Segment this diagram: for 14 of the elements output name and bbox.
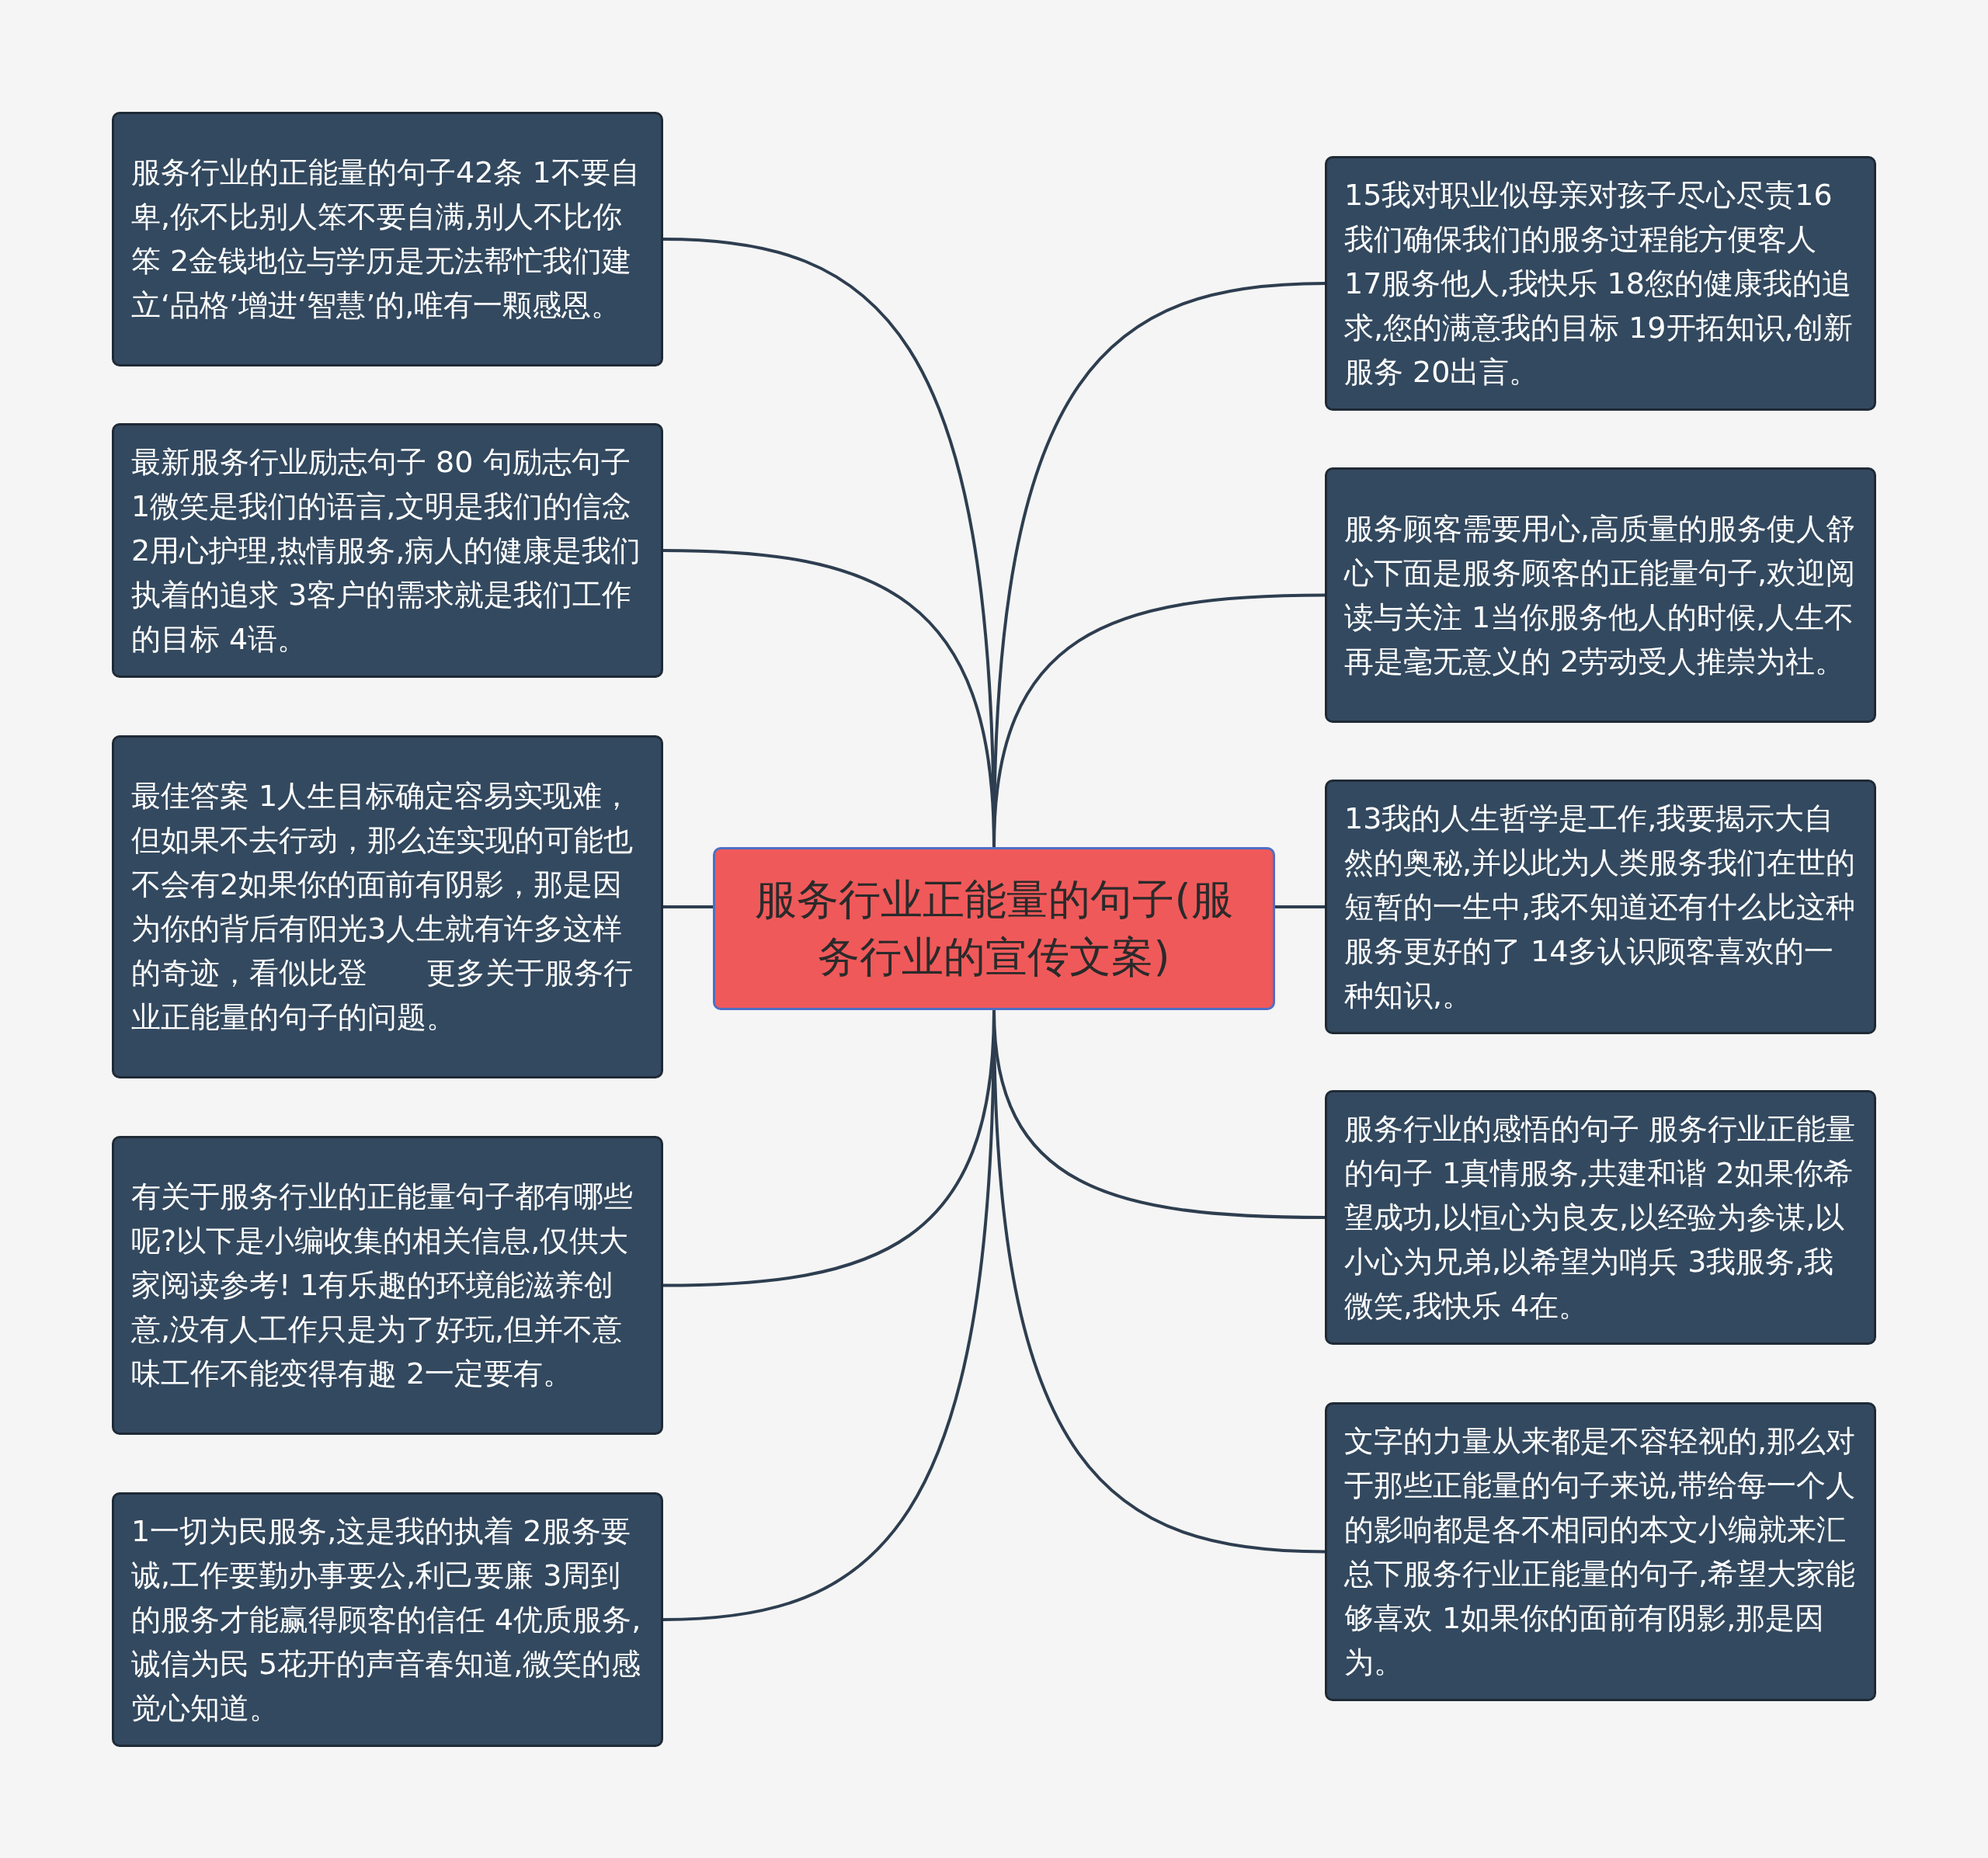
connector-line: [663, 905, 713, 908]
topic-box: 服务行业的正能量的句子42条 1不要自卑,你不比别人笨不要自满,别人不比你笨 2金钱地位与学历是无法帮忙我们建立‘品格’增进‘智慧’的,唯有一颗感恩。: [112, 112, 663, 366]
topic-box: 13我的人生哲学是工作,我要揭示大自然的奥秘,并以此为人类服务我们在世的短暂的一生中,我不知道还有什么比这种服务更好的了 14多认识顾客喜欢的一种知识,。: [1325, 780, 1876, 1034]
topic-box: 服务行业的感悟的句子 服务行业正能量的句子 1真情服务,共建和谐 2如果你希望成功,以恒心为良友,以经验为参谋,以小心为兄弟,以希望为哨兵 3我服务,我微笑,我快乐 4在。: [1325, 1090, 1876, 1345]
central-topic-box: 服务行业正能量的句子(服务行业的宣传文案): [713, 847, 1275, 1010]
topic-box: 服务顾客需要用心,高质量的服务使人舒心下面是服务顾客的正能量句子,欢迎阅读与关注 1当你服务他人的时候,人生不再是毫无意义的 2劳动受人推崇为社。: [1325, 467, 1876, 723]
topic-box: 15我对职业似母亲对孩子尽心尽责16我们确保我们的服务过程能方便客人 17服务他人,我快乐 18您的健康我的追求,您的满意我的目标 19开拓知识,创新服务 20出言。: [1325, 156, 1876, 411]
connector-line: [1275, 905, 1325, 908]
topic-box: 文字的力量从来都是不容轻视的,那么对于那些正能量的句子来说,带给每一个人的影响都是各不相同的本文小编就来汇总下服务行业正能量的句子,希望大家能够喜欢 1如果你的面前有阴影,那是因为。: [1325, 1402, 1876, 1701]
topic-box: 最佳答案 1人生目标确定容易实现难，但如果不去行动，那么连实现的可能也不会有2如果你的面前有阴影，那是因为你的背后有阳光3人生就有许多这样的奇迹，看似比登 更多关于服务行业正能量的句子的问题。: [112, 735, 663, 1078]
topic-box: 1一切为民服务,这是我的执着 2服务要诚,工作要勤办事要公,利己要廉 3周到的服务才能赢得顾客的信任 4优质服务,诚信为民 5花开的声音春知道,微笑的感觉心知道。: [112, 1492, 663, 1747]
topic-box: 有关于服务行业的正能量句子都有哪些呢?以下是小编收集的相关信息,仅供大家阅读参考! 1有乐趣的环境能滋养创意,没有人工作只是为了好玩,但并不意味工作不能变得有趣 2一定要有。: [112, 1136, 663, 1435]
topic-box: 最新服务行业励志句子 80 句励志句子 1微笑是我们的语言,文明是我们的信念 2用心护理,热情服务,病人的健康是我们执着的追求 3客户的需求就是我们工作的目标 4语。: [112, 423, 663, 678]
connector-line: [992, 593, 1326, 848]
